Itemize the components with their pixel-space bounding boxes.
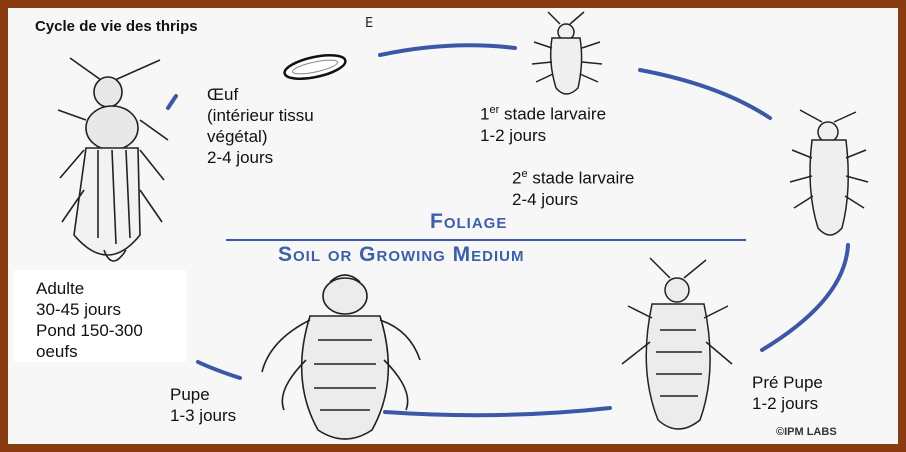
cycle-arrow-larva1-to-larva2 [640, 70, 770, 118]
prepupa-label-name: Pré Pupe [752, 372, 823, 393]
adult-label-eggs: Pond 150-300 [36, 320, 143, 341]
image-credit: ©IPM LABS [776, 426, 837, 438]
larva-first-instar-icon [532, 12, 602, 94]
foliage-zone-label: Foliage [430, 210, 507, 234]
larva2-label-duration: 2-4 jours [512, 189, 634, 210]
larva1-stage-name: stade larvaire [499, 105, 606, 124]
cycle-arrow-egg-to-larva1 [380, 45, 515, 55]
larva-second-instar-icon [790, 110, 868, 235]
cycle-arrow-larva2-to-prepupa [762, 245, 848, 350]
larva1-label: 1er stade larvaire 1-2 jours [480, 100, 606, 146]
larva2-stage-name: stade larvaire [528, 169, 635, 188]
diagram-title: Cycle de vie des thrips [35, 18, 198, 35]
prepupa-icon [622, 258, 732, 429]
egg-label-name: Œuf [207, 84, 314, 105]
cycle-arrow-pupa-to-adult [198, 362, 240, 378]
egg-label-line2: (intérieur tissu [207, 105, 314, 126]
larva1-ordinal: er [489, 104, 499, 116]
adult-label-name: Adulte [36, 278, 143, 299]
pupa-label: Pupe 1-3 jours [170, 384, 236, 426]
pupa-label-name: Pupe [170, 384, 236, 405]
soil-zone-label: Soil or Growing Medium [278, 243, 525, 267]
larva1-label-name: 1er stade larvaire [480, 100, 606, 125]
title-mark: E [365, 16, 373, 31]
adult-label: Adulte 30-45 jours Pond 150-300 oeufs [36, 278, 143, 362]
adult-thrips-icon [58, 58, 168, 261]
pupa-label-duration: 1-3 jours [170, 405, 236, 426]
adult-label-duration: 30-45 jours [36, 299, 143, 320]
prepupa-label: Pré Pupe 1-2 jours [752, 372, 823, 414]
cycle-arrow-prepupa-to-pupa [385, 408, 610, 415]
prepupa-label-duration: 1-2 jours [752, 393, 823, 414]
egg-label-duration: 2-4 jours [207, 147, 314, 168]
egg-label-line3: végétal) [207, 126, 314, 147]
larva1-label-duration: 1-2 jours [480, 125, 606, 146]
larva2-label: 2e stade larvaire 2-4 jours [512, 164, 634, 210]
egg-label: Œuf (intérieur tissu végétal) 2-4 jours [207, 84, 314, 168]
adult-label-eggs-unit: oeufs [36, 341, 143, 362]
egg-icon [283, 51, 348, 83]
larva2-label-name: 2e stade larvaire [512, 164, 634, 189]
cycle-arrow-adult-to-egg [168, 96, 176, 108]
